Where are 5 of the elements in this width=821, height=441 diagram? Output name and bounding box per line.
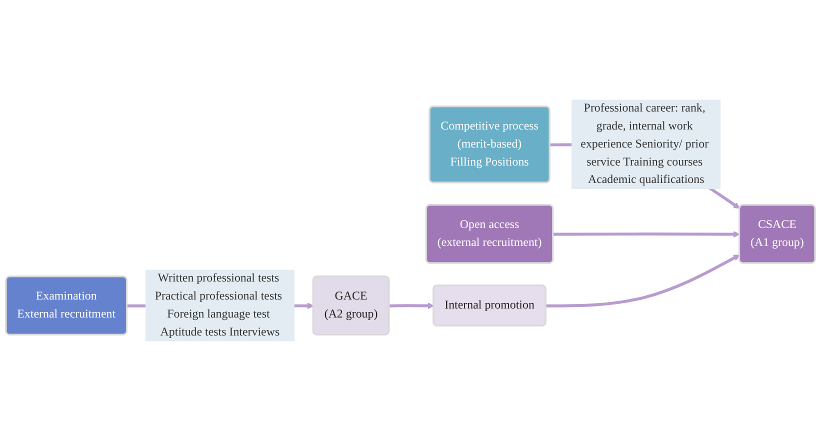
arrow	[553, 231, 740, 238]
edge-label: Written professional tests Practical professional tests Foreign language test Aptitude tests Interviews	[154, 272, 282, 338]
edge-label: Professional career: rank, grade, internal work experience Seniority/ prior service Training courses Academic qualifications	[580, 102, 709, 186]
arrow	[389, 302, 434, 310]
arrow	[546, 254, 740, 308]
